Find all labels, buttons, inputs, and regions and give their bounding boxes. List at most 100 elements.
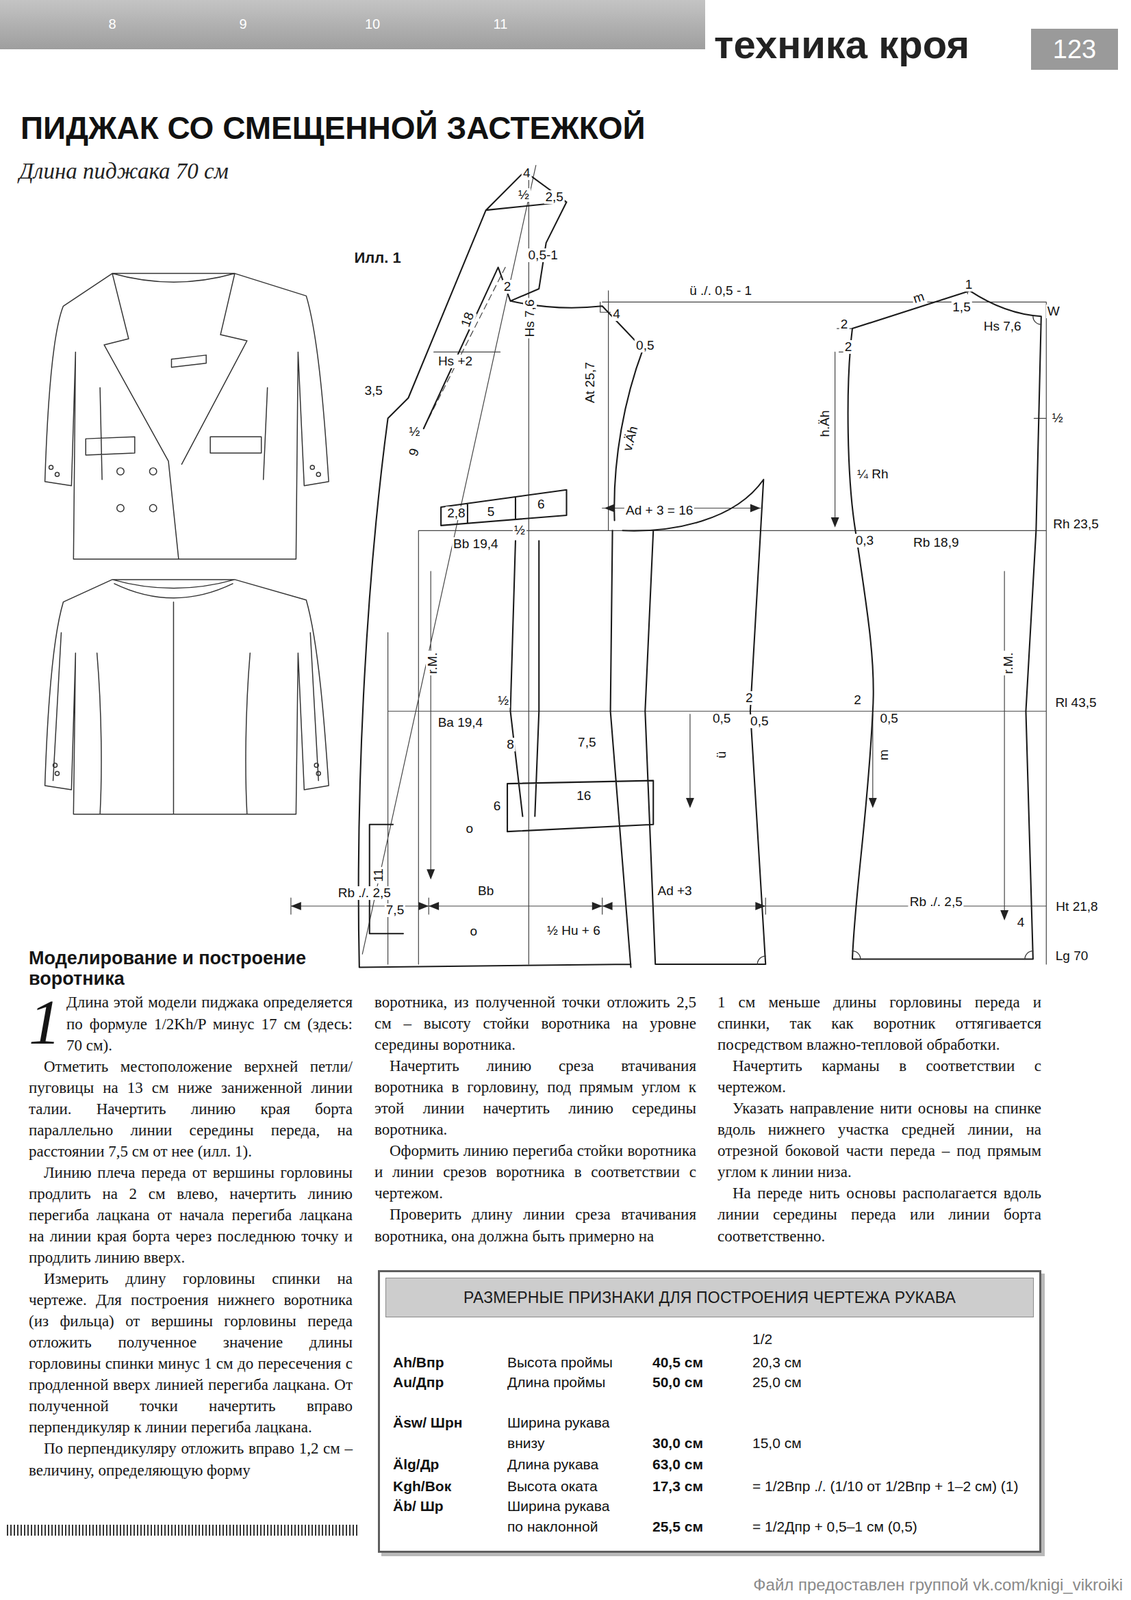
dimension-label: At 25,7: [583, 360, 597, 405]
dimension-label: 9: [405, 445, 423, 460]
dimension-label: ½: [1050, 411, 1065, 426]
dimension-label: 2,8: [445, 506, 467, 521]
dimension-label: 16: [575, 789, 593, 804]
table-cell: Äb/ Шр: [392, 1496, 444, 1518]
table-cell: Ah/Впр: [392, 1352, 445, 1374]
dimension-label: 4: [1015, 916, 1027, 930]
dimension-label: 3,5: [362, 384, 384, 398]
dimension-label: o: [464, 822, 476, 836]
pattern-outline: [358, 171, 1042, 968]
table-cell: = 1/2Впр ./. (1/10 от 1/2Впр + 1–2 см) (…: [752, 1476, 1019, 1498]
dimension-label: 4: [611, 307, 622, 322]
dimension-label: ½ Hu + 6: [545, 924, 602, 938]
table-heading: РАЗМЕРНЫЕ ПРИЗНАКИ ДЛЯ ПОСТРОЕНИЯ ЧЕРТЕЖ…: [463, 1289, 956, 1308]
dimension-label: 1,5: [950, 300, 972, 315]
dimension-label: 0,5: [878, 712, 899, 726]
dimension-label: Lg 70: [1054, 949, 1090, 964]
jacket-sketch-front: [45, 273, 329, 560]
ruler-number: 8: [108, 16, 116, 33]
table-cell: 20,3 см: [752, 1352, 802, 1374]
header-band: 891011: [0, 0, 706, 50]
text-column: Моделирование и построение воротника1Дли…: [28, 948, 353, 1482]
body-text: Начертить карманы в соответствии с черте…: [717, 1055, 1042, 1099]
dimension-label: 7,5: [576, 735, 597, 750]
dimension-label: 4: [521, 167, 532, 181]
dimension-label: ü ./. 0,5 - 1: [688, 284, 754, 298]
table-cell: 25,5 см: [652, 1517, 704, 1538]
dimension-label: v.Äh: [620, 423, 642, 454]
table-cell: Kgh/Вок: [392, 1476, 452, 1498]
body-text: Длина этой модели пиджака определяется п…: [28, 992, 353, 1056]
dimension-label: 0,5: [748, 714, 770, 729]
body-text: Измерить длину горловины спинки на черте…: [28, 1268, 353, 1439]
dimension-label: r.M.: [425, 651, 440, 676]
body-text: Указать направление нити основы на спинк…: [717, 1098, 1042, 1184]
table-cell: 15,0 см: [752, 1433, 802, 1455]
dimension-label: 8: [505, 738, 516, 752]
table-cell: Высота проймы: [507, 1352, 613, 1374]
dimension-label: 0,3: [854, 534, 875, 548]
ruler-number: 9: [238, 16, 247, 33]
dimension-label: Rb ./. 2,5: [908, 895, 964, 910]
measurement-table: 1/2Ah/ВпрВысота проймы40,5 см20,3 смAu/Д…: [377, 1270, 1042, 1554]
page-number-tab: 123: [1031, 28, 1118, 70]
dimension-label: 0,5: [711, 712, 732, 726]
dimension-label: 2: [502, 280, 513, 294]
section-header: техника кроя: [714, 24, 970, 65]
body-text: 1 см меньше длины горловины переда и спи…: [717, 992, 1042, 1056]
dimension-label: Ad +3: [655, 884, 693, 899]
dimension-label: 7,5: [384, 903, 406, 918]
table-cell: 30,0 см: [652, 1433, 704, 1455]
watermark: Файл предоставлен группой vk.com/knigi_v…: [753, 1576, 1123, 1596]
dimension-label: m: [877, 748, 891, 762]
dimension-label: 1: [963, 277, 975, 292]
dimension-label: Rh 23,5: [1051, 517, 1101, 532]
reference-line: [290, 165, 1047, 965]
table-cell: 17,3 см: [652, 1476, 704, 1498]
dimension-label: h.Äh: [818, 408, 832, 439]
body-text: На переде нить основы располагается вдол…: [717, 1183, 1042, 1247]
dimension-label: 2: [839, 317, 850, 332]
dimension-label: 18: [458, 308, 477, 330]
text-column: 1 см меньше длины горловины переда и спи…: [717, 992, 1042, 1248]
dimension-label: Bb: [476, 884, 495, 899]
page-number: 123: [1052, 34, 1097, 65]
dimension-label: ½: [407, 425, 422, 439]
page-title: ПИДЖАК СО СМЕЩЕННОЙ ЗАСТЕЖКОЙ: [20, 109, 646, 147]
body-text: Начертить линию среза втачивания воротни…: [374, 1055, 697, 1141]
body-text: воротника, из полученной точки отложить …: [374, 992, 697, 1056]
dimension-label: Hs +2: [436, 354, 474, 369]
table-cell: = 1/2Дпр + 0,5–1 см (0,5): [752, 1517, 918, 1538]
table-cell: Длина рукава: [507, 1454, 599, 1476]
dimension-label: Rb ./. 2,5: [336, 886, 393, 901]
dimension-label: 2: [843, 340, 854, 354]
table-cell: Älg/Др: [392, 1454, 439, 1476]
jacket-sketch-back: [45, 579, 329, 815]
table-cell: Ширина рукава внизу: [507, 1413, 623, 1455]
body-text: Линию плеча переда от вершины горловины …: [28, 1162, 353, 1269]
text-column: воротника, из полученной точки отложить …: [374, 992, 697, 1248]
dimension-label: ½: [516, 188, 531, 202]
body-text: По перпендикуляру отложить вправо 1,2 см…: [28, 1438, 353, 1481]
dimension-label: Ht 21,8: [1054, 900, 1099, 915]
table-cell: Au/Дпр: [392, 1372, 444, 1394]
table-cell: 25,0 см: [752, 1372, 802, 1394]
ruler-number: 10: [364, 16, 380, 33]
dimension-label: Ad + 3 = 16: [624, 503, 695, 518]
dimension-label: 11: [371, 867, 386, 884]
dimension-label: 6: [492, 799, 503, 814]
table-cell: Высота оката: [507, 1476, 598, 1498]
dimension-label: ½: [496, 694, 511, 708]
figure-label: Илл. 1: [352, 249, 404, 268]
body-text: Оформить линию перегиба стойки воротника…: [374, 1140, 697, 1205]
table-cell: Длина проймы: [507, 1372, 606, 1394]
dimension-label: r.M.: [1001, 651, 1016, 676]
right-angle-mark: [757, 316, 1041, 965]
dimension-label: W: [1046, 304, 1062, 319]
dimension-label: Bb 19,4: [451, 537, 500, 552]
dimension-label: Rb 18,9: [911, 536, 961, 550]
table-cell: 1/2: [752, 1329, 773, 1351]
dimension-label: Rl 43,5: [1053, 696, 1098, 710]
dimension-label: 6: [536, 497, 547, 512]
